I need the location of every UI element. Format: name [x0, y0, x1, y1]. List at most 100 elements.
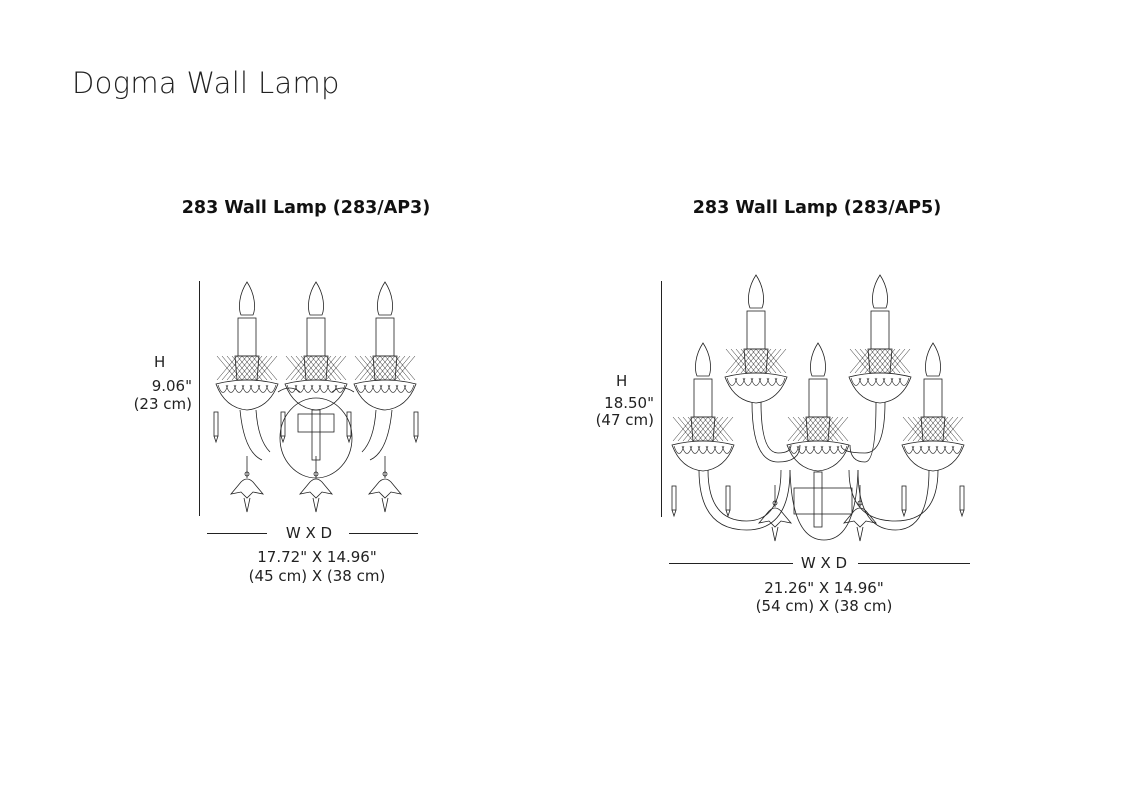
leaf-pattern	[249, 384, 261, 393]
candle-icon	[746, 310, 766, 350]
bobeche-bowl-icon	[284, 379, 348, 411]
crystal-drop-tip	[959, 509, 965, 518]
leaf-pattern	[241, 384, 253, 393]
leaf-pattern	[828, 445, 840, 454]
bobeche-bowl-icon	[848, 372, 912, 404]
crosshatch	[702, 416, 724, 442]
leaf-pattern	[820, 445, 832, 454]
crosshatch	[922, 416, 944, 442]
arm-icon	[848, 469, 939, 522]
crosshatch	[912, 416, 934, 442]
crosshatch	[812, 416, 834, 442]
leaf-pattern	[774, 377, 786, 386]
crystal-drop-icon	[901, 485, 907, 511]
backplate-box-icon	[297, 413, 335, 433]
leaf-pattern	[371, 384, 383, 393]
crosshatch	[697, 416, 719, 442]
crosshatch	[849, 348, 871, 374]
crosshatch	[760, 348, 782, 374]
candle-icon	[808, 378, 828, 418]
crystal-drop-icon	[280, 411, 286, 437]
crosshatch	[765, 348, 787, 374]
pendant-bead	[382, 471, 388, 477]
leaf-pattern	[788, 445, 800, 454]
crosshatch	[677, 416, 699, 442]
leaf-pattern	[943, 445, 955, 454]
crosshatch	[241, 355, 263, 381]
wxd-label: W X D	[800, 554, 848, 572]
crystal-drop-icon	[959, 485, 965, 511]
height-dimension-line	[199, 281, 200, 516]
crosshatch	[874, 348, 896, 374]
pendant-flower-icon	[367, 478, 403, 499]
crosshatch	[687, 416, 709, 442]
crosshatch	[389, 355, 411, 381]
leaf-pattern	[334, 384, 346, 393]
height-cm: (47 cm)	[595, 411, 654, 429]
crystal-drop-tip	[413, 435, 419, 444]
arm-icon	[760, 401, 792, 454]
leaf-pattern	[697, 445, 709, 454]
crosshatch	[251, 355, 273, 381]
crystal-drop-tip	[671, 509, 677, 518]
leaf-pattern	[689, 445, 701, 454]
bobeche-bowl-icon	[671, 440, 735, 472]
width-dimension-line-left	[207, 533, 267, 534]
flame-bulb-icon	[925, 342, 941, 377]
leaf-pattern	[302, 384, 314, 393]
pendant-flower-icon	[842, 507, 878, 528]
crosshatch	[236, 355, 258, 381]
crosshatch	[256, 355, 278, 381]
width-dimension-line-left	[669, 563, 793, 564]
candle-icon	[693, 378, 713, 418]
leaf-pattern	[850, 377, 862, 386]
leaf-pattern	[726, 377, 738, 386]
pendant-bead	[313, 471, 319, 477]
flame-bulb-icon	[810, 342, 826, 377]
height-label: H	[616, 372, 628, 390]
height-label: H	[154, 353, 166, 371]
arm-icon	[849, 401, 877, 463]
dimensions-inches: 21.26" X 14.96"	[764, 579, 884, 597]
backplate-box-icon	[793, 487, 853, 515]
pendant-flower-icon	[757, 507, 793, 528]
pendant-bead	[857, 500, 863, 506]
crosshatch	[884, 348, 906, 374]
crosshatch	[682, 416, 704, 442]
bobeche-bowl-icon	[215, 379, 279, 411]
crosshatch	[707, 416, 729, 442]
pendant-bead	[244, 471, 250, 477]
crystal-drop-tip	[346, 435, 352, 444]
crosshatch	[907, 416, 929, 442]
leaf-pattern	[294, 384, 306, 393]
leaf-pattern	[379, 384, 391, 393]
candle-icon	[923, 378, 943, 418]
crosshatch	[300, 355, 322, 381]
leaf-pattern	[681, 445, 693, 454]
pendant-flower-icon	[229, 478, 265, 499]
pendant-bead	[772, 500, 778, 506]
wall-plate-icon	[789, 469, 859, 541]
crosshatch	[817, 416, 839, 442]
dimensions-cm: (45 cm) X (38 cm)	[248, 567, 386, 585]
crosshatch	[369, 355, 391, 381]
crystal-drop-tip	[213, 435, 219, 444]
leaf-pattern	[927, 445, 939, 454]
crosshatch	[231, 355, 253, 381]
candle-icon	[870, 310, 890, 350]
crosshatch	[750, 348, 772, 374]
leaf-pattern	[326, 384, 338, 393]
leaf-pattern	[265, 384, 277, 393]
crosshatch	[787, 416, 809, 442]
arm-icon	[751, 401, 801, 463]
pendant-drop	[771, 526, 779, 542]
pendant-drop	[856, 526, 864, 542]
leaf-pattern	[812, 445, 824, 454]
bobeche-bowl-icon	[353, 379, 417, 411]
leaf-pattern	[395, 384, 407, 393]
bobeche-bowl-icon	[901, 440, 965, 472]
height-inches: 9.06"	[151, 377, 192, 395]
crosshatch	[290, 355, 312, 381]
crosshatch	[917, 416, 939, 442]
crosshatch	[221, 355, 243, 381]
